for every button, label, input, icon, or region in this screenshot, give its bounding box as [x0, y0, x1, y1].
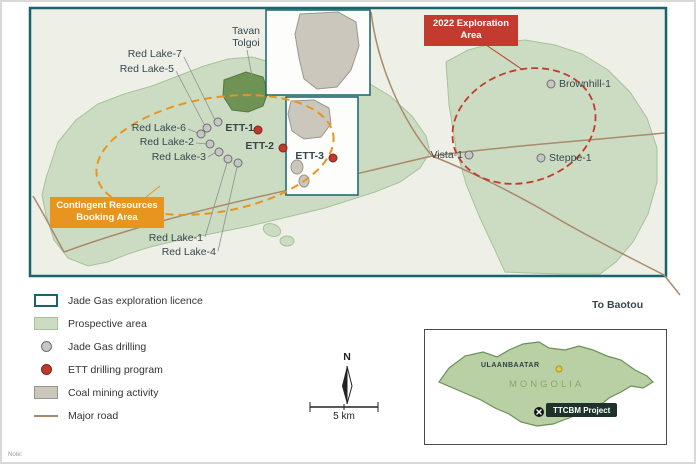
prospective-islet: [262, 223, 282, 237]
well-dot-ett-3: [328, 153, 338, 163]
leader-line: [195, 142, 208, 145]
footnote: Note:: [8, 452, 23, 458]
well-label-red-lake-4: Red Lake-4: [161, 246, 216, 258]
leader-line: [217, 166, 238, 252]
tavan-tolgoi-label: Tavan Tolgoi: [231, 25, 261, 50]
coal-mining-pit-south: [287, 99, 332, 140]
road-line-icon: [33, 414, 59, 417]
legend-item-licence: Jade Gas exploration licence: [33, 289, 203, 312]
contingent-resources-ellipse: [95, 94, 335, 216]
leader-line: [183, 56, 216, 121]
prospective-islet: [279, 235, 295, 247]
well-label-red-lake-1: Red Lake-1: [148, 232, 203, 244]
well-label-ett-2: ETT-2: [245, 140, 274, 152]
licence-swatch-icon: [33, 294, 59, 307]
prospective-swatch-icon: [33, 317, 59, 330]
contingent-leader-line: [145, 185, 161, 198]
exploration-2022-line1: 2022 Exploration: [432, 18, 510, 29]
well-label-steppe-1: Steppe-1: [549, 152, 592, 164]
well-dot-red-lake-6: [196, 129, 206, 139]
legend: Jade Gas exploration licence Prospective…: [33, 289, 203, 427]
well-label-red-lake-3: Red Lake-3: [151, 151, 206, 163]
ett-wells: [253, 125, 338, 163]
ulaanbaatar-dot-icon: [555, 365, 563, 373]
coal-zone-green: [222, 71, 269, 113]
legend-item-major-road: Major road: [33, 404, 203, 427]
legend-label: Major road: [68, 409, 119, 422]
well-dot-red-lake-2: [205, 139, 215, 149]
mongolia-label: MONGOLIA: [509, 379, 585, 390]
well-label-ett-3: ETT-3: [295, 150, 324, 162]
prospective-area-east: [445, 39, 658, 275]
mongolia-inset-map: ULAANBAATAR MONGOLIA TTCBM Project: [424, 329, 667, 445]
well-dot-red-lake-3: [214, 147, 224, 157]
to-baotou-label: To Baotou: [592, 299, 644, 311]
legend-item-coal-mining: Coal mining activity: [33, 381, 203, 404]
road: [63, 155, 433, 253]
north-label: N: [343, 351, 351, 363]
road: [431, 155, 665, 276]
jade-well-dot-icon: [33, 341, 59, 352]
legend-item-ett-drilling: ETT drilling program: [33, 358, 203, 381]
well-dot-red-lake-1: [223, 154, 233, 164]
legend-label: Jade Gas exploration licence: [68, 294, 203, 307]
well-label-red-lake-6: Red Lake-6: [131, 122, 186, 134]
well-dot-red-lake-4: [233, 158, 243, 168]
scale-bar: [309, 402, 379, 412]
ulaanbaatar-label: ULAANBAATAR: [481, 362, 540, 369]
legend-label: ETT drilling program: [68, 363, 163, 376]
exploration-2022-callout: 2022 Exploration Area: [424, 15, 518, 46]
well-label-brownhill-1: Brownhill-1: [559, 78, 611, 90]
road: [32, 195, 65, 253]
well-label-vista-1: Vista-1: [430, 149, 464, 161]
coal-mining-pit-north: [294, 11, 360, 90]
well-dot-brownhill-1: [546, 79, 556, 89]
contingent-line2: Booking Area: [76, 212, 138, 224]
well-dot-vista-1: [464, 150, 474, 160]
scale-bar-label: 5 km: [333, 411, 355, 422]
contingent-line1: Contingent Resources: [56, 200, 158, 211]
legend-label: Coal mining activity: [68, 386, 159, 399]
leader-line: [204, 162, 228, 238]
legend-item-prospective: Prospective area: [33, 312, 203, 335]
well-dot-steppe-1: [536, 153, 546, 163]
well-leader-lines: [175, 49, 253, 252]
road: [370, 11, 433, 157]
legend-label: Jade Gas drilling: [68, 340, 147, 353]
legend-label: Prospective area: [68, 317, 147, 330]
leader-line: [246, 49, 253, 77]
well-dot-ett-2: [278, 143, 288, 153]
exploration-2022-leader-line: [485, 44, 524, 71]
well-label-ett-1: ETT-1: [225, 122, 254, 134]
legend-item-jade-drilling: Jade Gas drilling: [33, 335, 203, 358]
exploration-2022-ellipse: [451, 67, 597, 185]
well-dot-ett-1: [253, 125, 263, 135]
ttcbm-marker-x: [536, 409, 542, 415]
coal-swatch-icon: [33, 386, 59, 399]
well-dot-red-lake-5: [202, 123, 212, 133]
well-label-red-lake-7: Red Lake-7: [127, 48, 182, 60]
ett-well-dot-icon: [33, 364, 59, 375]
jade-gas-wells: [196, 79, 556, 168]
coal-mining-pit-small: [290, 159, 304, 175]
contingent-resources-callout: Contingent Resources Booking Area: [50, 197, 164, 228]
road-to-baotou: [663, 274, 681, 296]
ttcbm-project-label: TTCBM Project: [546, 403, 618, 417]
leader-line: [175, 70, 206, 127]
north-arrow-icon: [342, 365, 353, 405]
well-label-red-lake-2: Red Lake-2: [139, 136, 194, 148]
well-label-red-lake-5: Red Lake-5: [119, 63, 174, 75]
well-dot-red-lake-7: [213, 117, 223, 127]
exploration-2022-line2: Area: [460, 30, 482, 42]
leader-line: [187, 128, 199, 134]
